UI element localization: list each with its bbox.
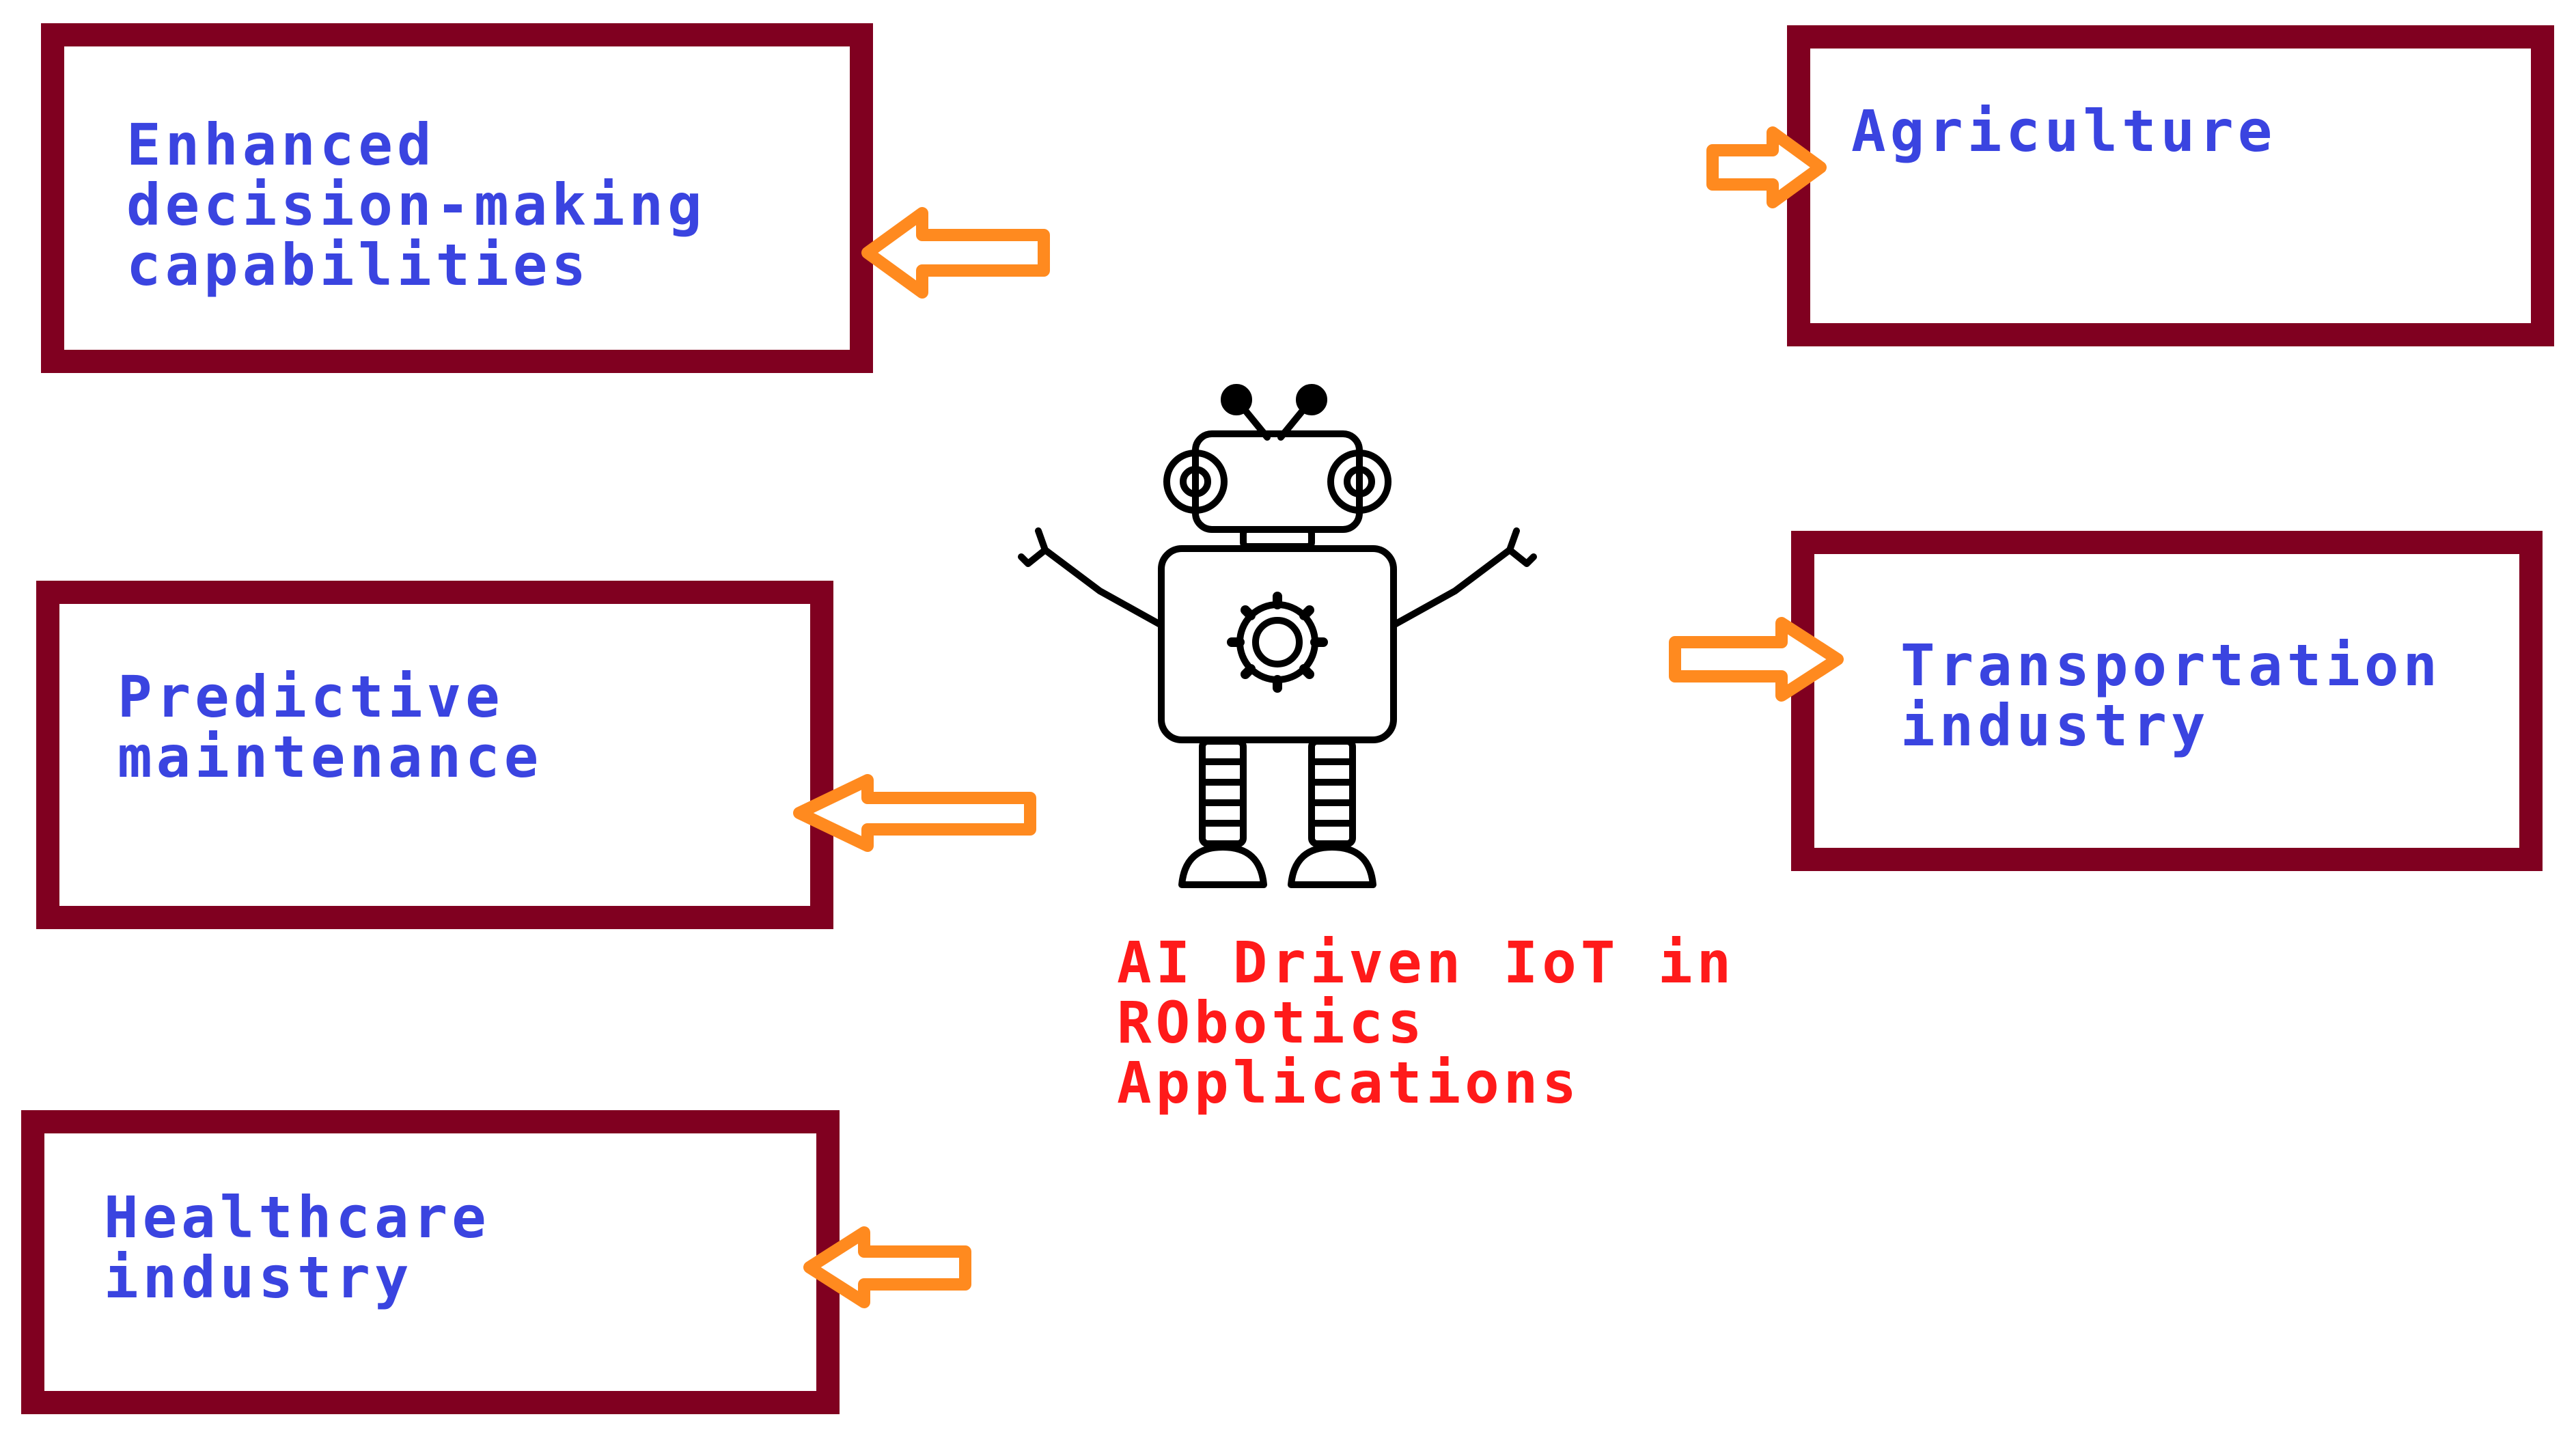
box-transportation-industry	[1791, 531, 2543, 871]
arrow-icon	[1669, 617, 1844, 702]
arrow-icon	[803, 1226, 971, 1308]
arrow-icon	[793, 774, 1036, 852]
box-transportation-label: Transportation industry	[1900, 632, 2442, 759]
box-healthcare-label: Healthcare industry	[104, 1184, 490, 1311]
box-healthcare-industry	[21, 1110, 840, 1414]
box-enhanced-decision-making	[41, 23, 873, 373]
arrow-icon	[1706, 126, 1827, 208]
box-predictive-maintenance	[36, 581, 833, 929]
robot-icon	[1018, 384, 1537, 888]
arrow-icon	[861, 207, 1050, 299]
box-agriculture-label: Agriculture	[1851, 98, 2277, 165]
box-agriculture	[1787, 25, 2554, 346]
center-caption: AI Driven IoT in RObotics Applications	[1117, 929, 1736, 1116]
box-predictive-label: Predictive maintenance	[117, 663, 543, 790]
box-enhanced-label: Enhanced decision-making capabilities	[126, 111, 706, 299]
